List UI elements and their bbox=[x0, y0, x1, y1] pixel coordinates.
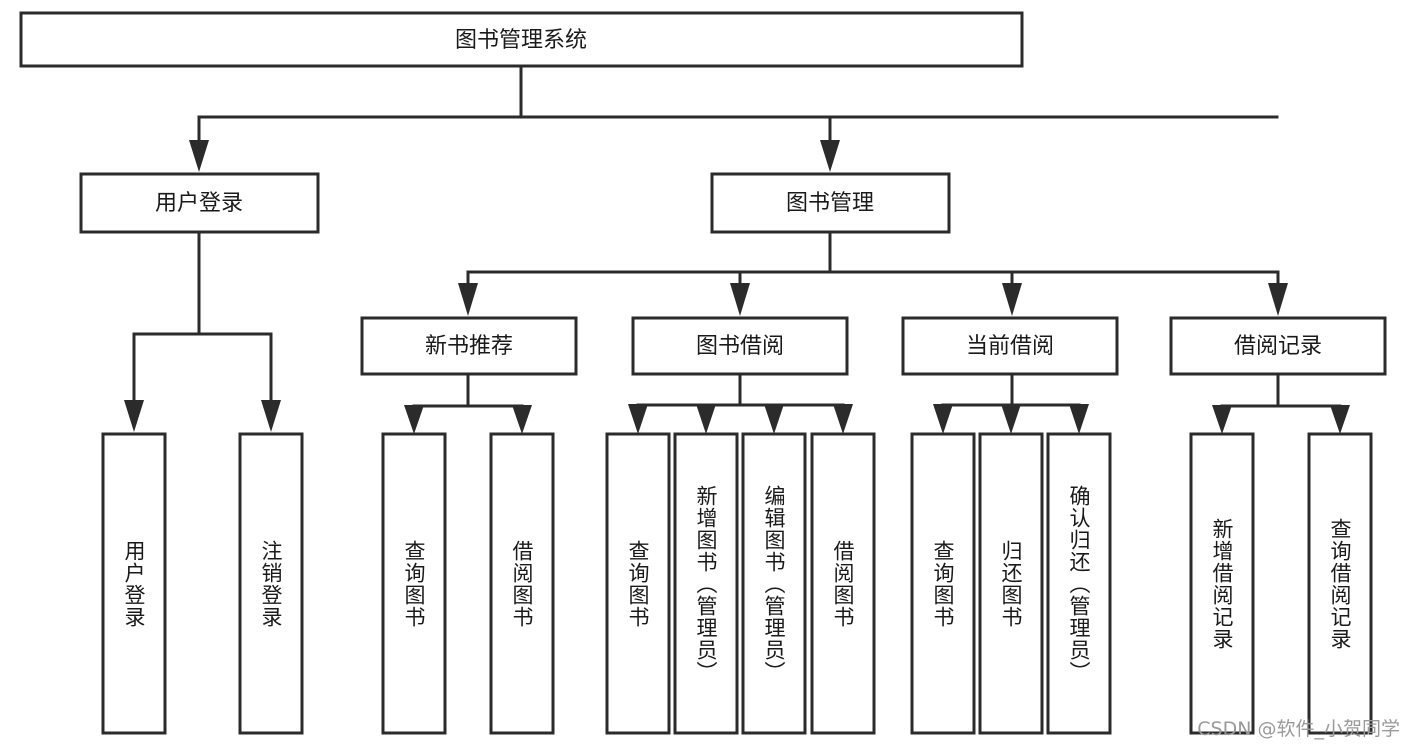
arrow-head-book-borrow bbox=[730, 283, 750, 316]
node-leaf-query-book-3-box[interactable] bbox=[910, 432, 976, 735]
node-leaf-query-book-3[interactable]: 查询图书 bbox=[910, 432, 976, 735]
arrow-head-user-login bbox=[189, 140, 209, 172]
arrow-head-leaf-query-record bbox=[1330, 405, 1350, 434]
node-leaf-confirm-return[interactable]: 确认归还（管理员） bbox=[1046, 432, 1112, 735]
node-current-borrow-box[interactable] bbox=[901, 316, 1119, 376]
node-leaf-user-logout-label: 注销登录 bbox=[259, 540, 283, 628]
connector-group-current-borrow bbox=[933, 372, 1089, 434]
node-leaf-borrow-book-2-label: 借阅图书 bbox=[831, 540, 855, 628]
arrow-head-leaf-return-book bbox=[1001, 404, 1021, 434]
node-leaf-edit-book[interactable]: 编辑图书（管理员） bbox=[741, 432, 807, 735]
node-user-login-label: 用户登录 bbox=[155, 191, 243, 216]
connector-group-root bbox=[189, 64, 1279, 172]
arrow-head-leaf-query-book-3 bbox=[933, 404, 953, 434]
node-new-book-rec[interactable]: 新书推荐 bbox=[360, 316, 578, 376]
node-leaf-user-login[interactable]: 用户登录 bbox=[101, 432, 167, 735]
node-leaf-borrow-book-2-box[interactable] bbox=[810, 432, 876, 735]
connector-group-user-login bbox=[124, 230, 281, 432]
arrow-head-leaf-confirm-return bbox=[1069, 404, 1089, 434]
arrow-head-new-book-rec bbox=[458, 283, 478, 316]
connector-group-book-borrow bbox=[628, 372, 853, 434]
node-book-manage-box[interactable] bbox=[710, 172, 951, 234]
connector-group-borrow-record bbox=[1212, 372, 1350, 434]
node-current-borrow-label: 当前借阅 bbox=[966, 334, 1054, 359]
node-current-borrow[interactable]: 当前借阅 bbox=[901, 316, 1119, 376]
node-leaf-query-book-1[interactable]: 查询图书 bbox=[381, 432, 447, 735]
arrow-head-leaf-query-book-2 bbox=[628, 404, 648, 434]
node-borrow-record-label: 借阅记录 bbox=[1234, 334, 1322, 359]
node-leaf-query-book-3-label: 查询图书 bbox=[931, 540, 955, 628]
node-leaf-add-record-label: 新增借阅记录 bbox=[1210, 518, 1234, 650]
node-book-borrow[interactable]: 图书借阅 bbox=[631, 316, 849, 376]
node-user-login-box[interactable] bbox=[79, 172, 320, 234]
node-book-borrow-label: 图书借阅 bbox=[696, 334, 784, 359]
node-leaf-user-logout-box[interactable] bbox=[238, 432, 304, 735]
node-leaf-query-book-1-label: 查询图书 bbox=[402, 540, 426, 628]
node-book-manage-label: 图书管理 bbox=[786, 191, 874, 216]
watermark-label: CSDN @软件_小贺同学 bbox=[1197, 718, 1400, 740]
arrow-head-book-manage bbox=[820, 140, 840, 172]
node-leaf-return-book[interactable]: 归还图书 bbox=[978, 432, 1044, 735]
arrow-head-leaf-borrow-book-2 bbox=[833, 404, 853, 434]
connector-group-new-book-rec bbox=[404, 372, 532, 434]
node-leaf-edit-book-box[interactable] bbox=[741, 432, 807, 735]
node-leaf-query-book-2[interactable]: 查询图书 bbox=[605, 432, 671, 735]
node-leaf-edit-book-label: 编辑图书（管理员） bbox=[762, 485, 786, 683]
connector-group-book-manage bbox=[458, 230, 1288, 316]
arrow-head-leaf-edit-book bbox=[764, 404, 784, 434]
arrow-head-leaf-add-book bbox=[696, 404, 716, 434]
node-leaf-borrow-book-2[interactable]: 借阅图书 bbox=[810, 432, 876, 735]
node-leaf-return-book-label: 归还图书 bbox=[999, 540, 1023, 628]
arrow-head-leaf-user-logout bbox=[261, 400, 281, 432]
node-leaf-user-login-box[interactable] bbox=[101, 432, 167, 735]
node-leaf-borrow-book-1-box[interactable] bbox=[489, 432, 555, 735]
node-user-login[interactable]: 用户登录 bbox=[79, 172, 320, 234]
node-leaf-query-book-1-box[interactable] bbox=[381, 432, 447, 735]
arrow-head-leaf-user-login bbox=[124, 400, 144, 432]
node-leaf-return-book-box[interactable] bbox=[978, 432, 1044, 735]
node-leaf-borrow-book-1-label: 借阅图书 bbox=[510, 540, 534, 628]
node-leaf-add-record[interactable]: 新增借阅记录 bbox=[1189, 432, 1255, 735]
node-borrow-record[interactable]: 借阅记录 bbox=[1169, 316, 1387, 376]
node-leaf-query-record-box[interactable] bbox=[1307, 432, 1373, 735]
arrow-head-current-borrow bbox=[1002, 283, 1022, 316]
node-new-book-rec-box[interactable] bbox=[360, 316, 578, 376]
node-borrow-record-box[interactable] bbox=[1169, 316, 1387, 376]
node-leaf-user-login-label: 用户登录 bbox=[122, 540, 146, 628]
node-book-borrow-box[interactable] bbox=[631, 316, 849, 376]
node-leaf-user-logout[interactable]: 注销登录 bbox=[238, 432, 304, 735]
node-leaf-add-book[interactable]: 新增图书（管理员） bbox=[673, 432, 739, 735]
arrow-head-leaf-add-record bbox=[1212, 405, 1232, 434]
node-leaf-add-book-label: 新增图书（管理员） bbox=[694, 485, 718, 683]
node-root[interactable]: 图书管理系统 bbox=[19, 11, 1024, 68]
node-leaf-query-record[interactable]: 查询借阅记录 bbox=[1307, 432, 1373, 735]
node-book-manage[interactable]: 图书管理 bbox=[710, 172, 951, 234]
arrow-head-leaf-query-book-1 bbox=[404, 405, 424, 434]
node-new-book-rec-label: 新书推荐 bbox=[425, 334, 513, 359]
node-leaf-query-book-2-box[interactable] bbox=[605, 432, 671, 735]
arrow-head-borrow-record bbox=[1268, 283, 1288, 316]
node-leaf-confirm-return-label: 确认归还（管理员） bbox=[1067, 485, 1091, 683]
node-leaf-confirm-return-box[interactable] bbox=[1046, 432, 1112, 735]
node-leaf-add-book-box[interactable] bbox=[673, 432, 739, 735]
node-leaf-borrow-book-1[interactable]: 借阅图书 bbox=[489, 432, 555, 735]
node-leaf-query-book-2-label: 查询图书 bbox=[626, 540, 650, 628]
node-leaf-query-record-label: 查询借阅记录 bbox=[1328, 518, 1352, 650]
arrow-head-leaf-borrow-book-1 bbox=[512, 405, 532, 434]
node-root-label: 图书管理系统 bbox=[455, 28, 587, 53]
node-leaf-add-record-box[interactable] bbox=[1189, 432, 1255, 735]
node-root-box[interactable] bbox=[19, 11, 1024, 68]
